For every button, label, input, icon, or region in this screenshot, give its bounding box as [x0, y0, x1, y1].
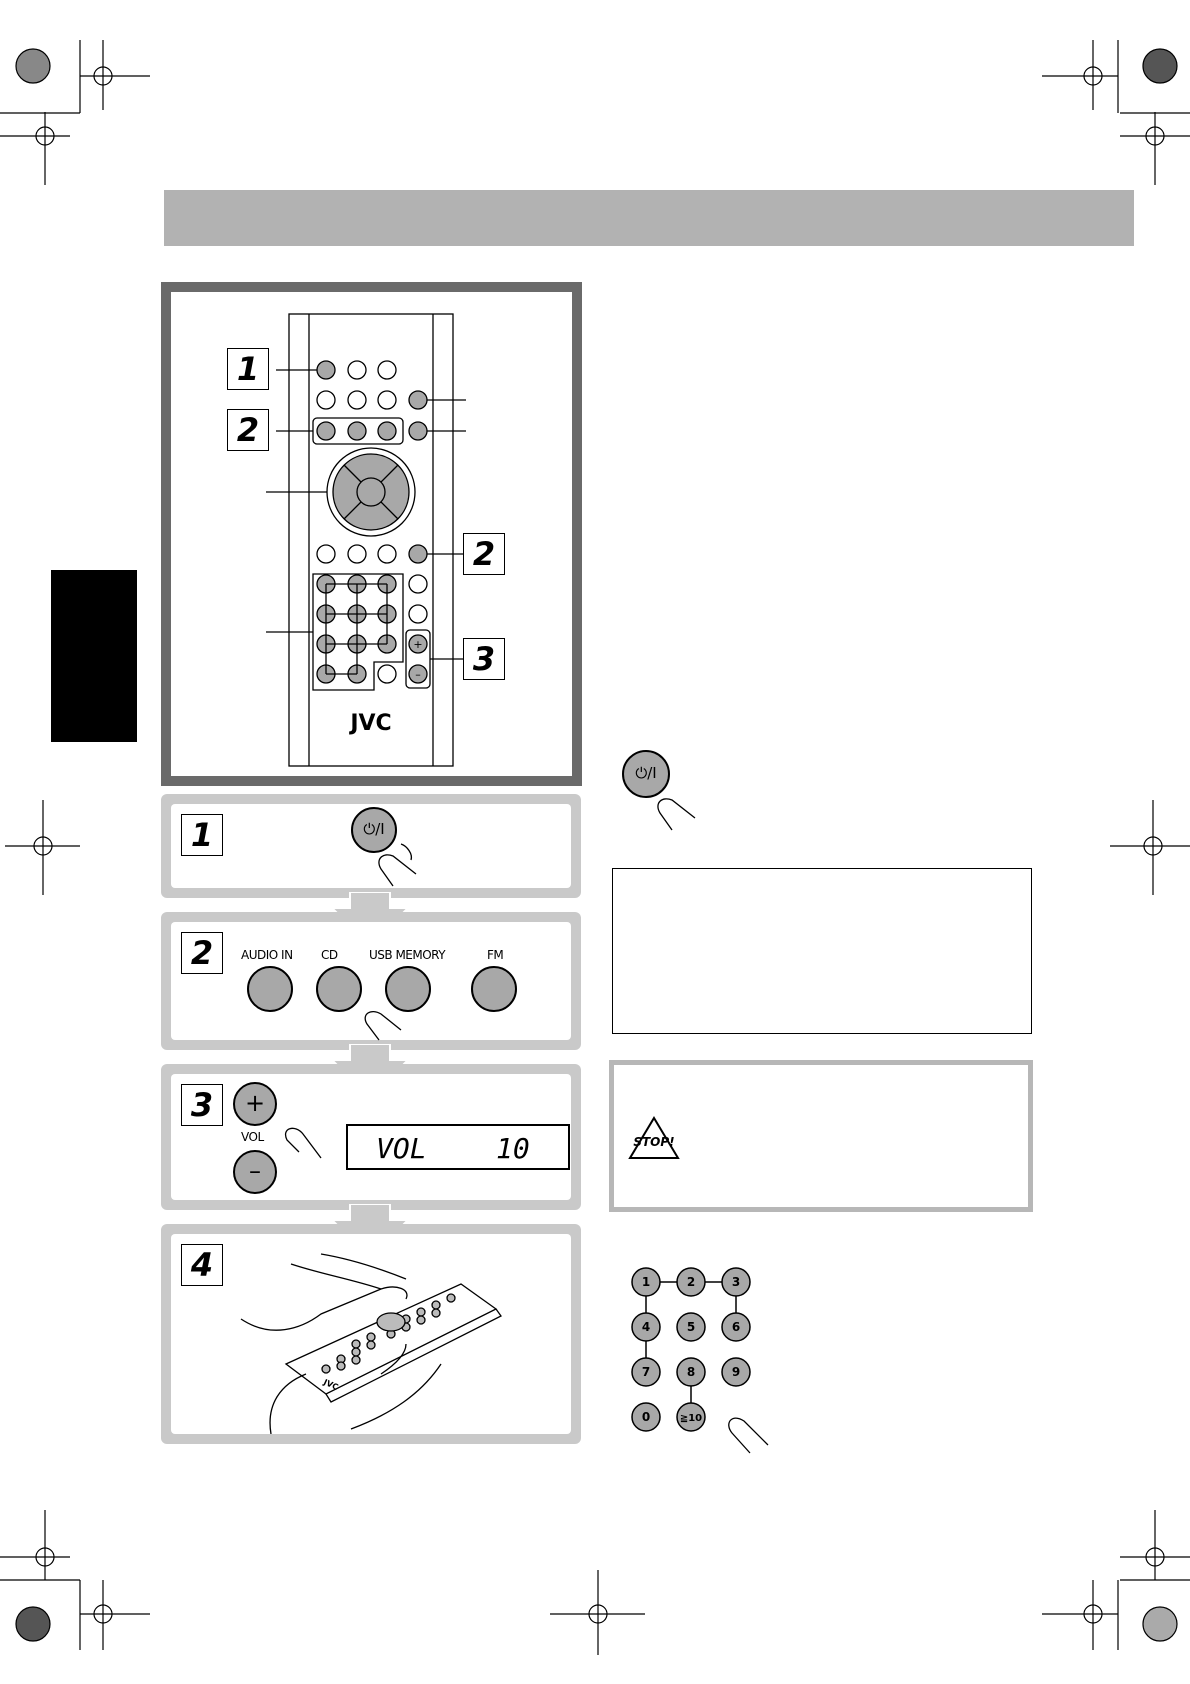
- audio-in-label: AUDIO IN: [241, 948, 293, 962]
- finger-press-icon: [284, 1127, 322, 1159]
- callout-1: 1: [227, 348, 269, 390]
- remote-overview-panel: + – JVC 1 2 2 3: [161, 282, 582, 786]
- keypad-key[interactable]: [676, 1312, 706, 1342]
- power-symbol: ⏻/I: [635, 764, 657, 782]
- usb-memory-button[interactable]: [385, 966, 431, 1012]
- keypad-key-label: 1: [642, 1275, 650, 1289]
- fm-label: FM: [487, 948, 504, 962]
- keypad-key-label: 5: [687, 1320, 695, 1334]
- keypad-key[interactable]: [721, 1267, 751, 1297]
- keypad-key-label: ≧10: [680, 1413, 702, 1424]
- power-button[interactable]: ⏻/I: [351, 807, 397, 853]
- keypad-key[interactable]: [631, 1312, 661, 1342]
- stop-warning-icon: STOP!: [628, 1116, 680, 1159]
- callout-3: 3: [463, 638, 505, 680]
- fm-button[interactable]: [471, 966, 517, 1012]
- callout-2: 2: [227, 409, 269, 451]
- vol-minus-button[interactable]: –: [233, 1150, 277, 1194]
- step-number: 4: [181, 1244, 223, 1286]
- vol-plus-symbol: +: [244, 1089, 266, 1117]
- lcd-vol-value: 10: [496, 1132, 530, 1165]
- caution-box: STOP!: [609, 1060, 1033, 1212]
- keypad-key[interactable]: [676, 1402, 706, 1432]
- step-3-panel: 3 + VOL – VOL 10: [161, 1064, 581, 1210]
- step-number: 2: [181, 932, 223, 974]
- keypad-key[interactable]: [721, 1312, 751, 1342]
- keypad-key[interactable]: [676, 1267, 706, 1297]
- keypad-key[interactable]: [676, 1357, 706, 1387]
- cd-button[interactable]: [316, 966, 362, 1012]
- remote-vol-plus: +: [413, 638, 422, 651]
- step-2-panel: 2 AUDIO IN CD USB MEMORY FM: [161, 912, 581, 1050]
- keypad-key-label: 0: [642, 1410, 650, 1424]
- keypad-key-label: 4: [642, 1320, 650, 1334]
- language-side-tab: [51, 570, 137, 742]
- keypad-key[interactable]: [631, 1357, 661, 1387]
- callout-2-right: 2: [463, 533, 505, 575]
- keypad-key-label: 3: [732, 1275, 740, 1289]
- keypad-key-label: 8: [687, 1365, 695, 1379]
- remote-brand-logo: JVC: [348, 711, 391, 736]
- keypad-key-label: 7: [642, 1365, 650, 1379]
- keypad-key-label: 2: [687, 1275, 695, 1289]
- vol-label: VOL: [241, 1130, 264, 1144]
- standby-power-button[interactable]: ⏻/I: [622, 750, 670, 798]
- volume-display: VOL 10: [346, 1124, 570, 1170]
- step-4-panel: 4 JVC: [161, 1224, 581, 1444]
- finger-press-icon: [728, 1417, 769, 1454]
- remote-illustration: + – JVC: [266, 313, 466, 767]
- finger-press-icon: [657, 798, 696, 831]
- keypad-key-label: 9: [732, 1365, 740, 1379]
- note-box: [612, 868, 1032, 1034]
- audio-in-button[interactable]: [247, 966, 293, 1012]
- remote-vol-minus: –: [415, 668, 421, 681]
- step-number: 3: [181, 1084, 223, 1126]
- lcd-vol-text: VOL: [376, 1132, 427, 1165]
- stop-text: STOP!: [633, 1135, 674, 1149]
- keypad-key[interactable]: [721, 1357, 751, 1387]
- vol-minus-symbol: –: [249, 1157, 261, 1185]
- keypad-key[interactable]: [631, 1402, 661, 1432]
- keypad-key[interactable]: [631, 1267, 661, 1297]
- cd-label: CD: [321, 948, 338, 962]
- step-1-panel: 1 ⏻/I: [161, 794, 581, 898]
- usb-memory-label: USB MEMORY: [369, 948, 446, 962]
- section-header-bar: [164, 190, 1134, 246]
- hands-holding-remote-illustration: JVC: [240, 1253, 502, 1434]
- finger-press-icon: [378, 843, 417, 887]
- step-number: 1: [181, 814, 223, 856]
- vol-plus-button[interactable]: +: [233, 1082, 277, 1126]
- keypad-key-label: 6: [732, 1320, 740, 1334]
- finger-press-icon: [364, 1010, 402, 1041]
- power-symbol: ⏻/I: [363, 820, 385, 838]
- numeric-keypad-diagram: 1 2 3 4 5 6 7 8 9 0 ≧10: [631, 1267, 751, 1432]
